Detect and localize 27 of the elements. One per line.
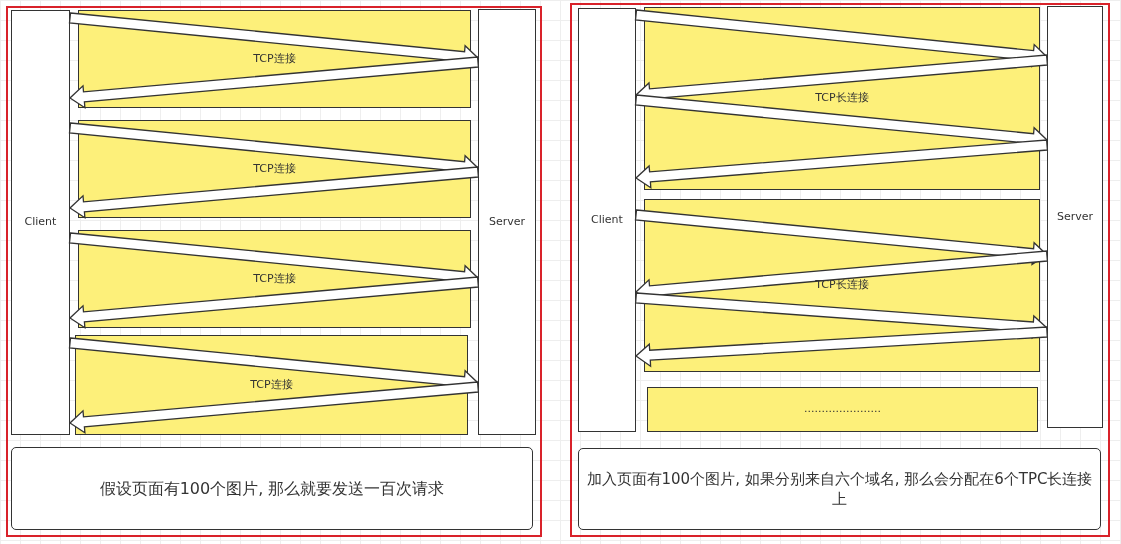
arrow — [68, 276, 480, 329]
connection-label: TCP连接 — [250, 377, 293, 393]
panel-frame — [570, 3, 1110, 537]
note-text: 加入页面有100个图片, 如果分别来自六个域名, 那么会分配在6个TPC长连接上 — [585, 468, 1094, 510]
arrow — [634, 326, 1048, 368]
connection-label: TCP长连接 — [815, 91, 869, 106]
connection-label: TCP连接 — [253, 161, 296, 177]
note-box — [578, 448, 1101, 530]
connection-label: ...................... — [804, 402, 881, 417]
client-box — [578, 8, 636, 432]
arrow — [68, 381, 480, 434]
arrow — [634, 139, 1049, 190]
note-text: 假设页面有100个图片, 那么就要发送一百次请求 — [99, 477, 445, 500]
connection-label: TCP连接 — [253, 271, 296, 287]
node-label: Client — [591, 212, 623, 228]
connection-band — [647, 387, 1038, 432]
client-box — [11, 10, 70, 435]
connection-label: TCP连接 — [253, 51, 296, 67]
note-box — [11, 447, 533, 530]
node-label: Server — [1056, 209, 1094, 225]
server-box — [1047, 6, 1103, 428]
node-label: Server — [488, 214, 526, 230]
node-label: Client — [24, 215, 57, 230]
arrow — [68, 56, 480, 109]
panel-frame — [6, 6, 542, 537]
arrow — [68, 166, 480, 219]
server-box — [478, 9, 536, 435]
